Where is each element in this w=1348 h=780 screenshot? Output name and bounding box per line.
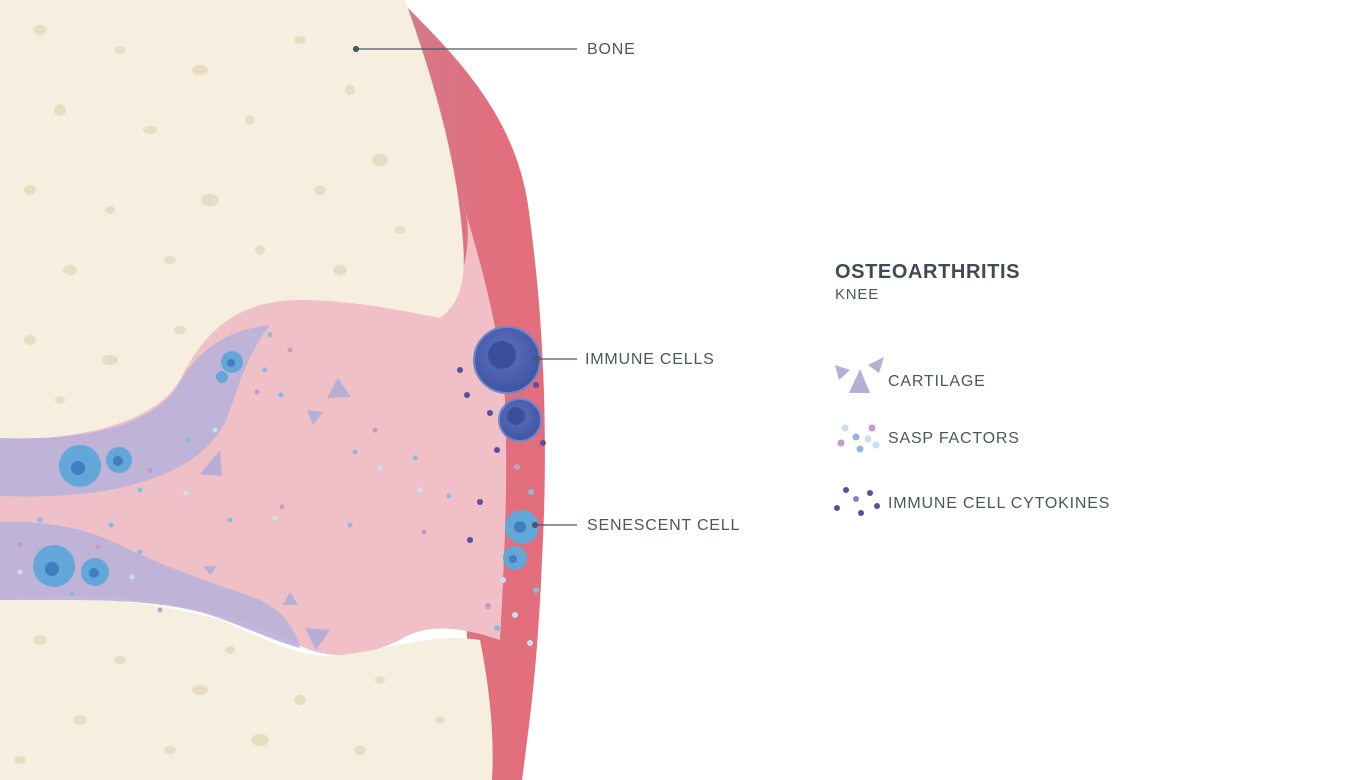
legend-item-cartilage: CARTILAGE [834,355,1134,395]
legend-item-immune-cell-cytokines: IMMUNE CELL CYTOKINES [834,486,1134,518]
legend-label-sasp-factors: SASP FACTORS [888,430,1020,447]
synovium [400,0,545,780]
immune-cytokine-dots [457,367,546,543]
immune-cells-callout-label: IMMUNE CELLS [585,351,715,368]
diagram-title: OSTEOARTHRITIS [835,261,1021,283]
legend-label-cartilage: CARTILAGE [888,373,986,390]
callout-leader-lines [352,45,577,529]
senescent-cells-synovium [503,510,539,570]
cartilage-legend-icon [835,357,884,393]
upper-bone [0,0,464,440]
cartilage-fragments [200,378,351,650]
legend-label-immune-cell-cytokines: IMMUNE CELL CYTOKINES [888,495,1111,512]
lower-bone [0,598,493,780]
bone-pores [14,25,445,764]
immune-cytokines-legend-icon [834,487,880,516]
diagram-subtitle: KNEE [835,286,880,303]
lower-cartilage [0,521,300,648]
legend-item-sasp-factors: SASP FACTORS [834,423,1134,455]
senescent-cells-cartilage [33,351,243,587]
immune-cells [473,326,542,442]
senescent-cell-callout-label: SENESCENT CELL [587,517,741,534]
sasp-factors-legend-icon [837,424,880,453]
bone-callout-label: BONE [587,41,636,58]
sasp-factor-dots [17,332,539,646]
